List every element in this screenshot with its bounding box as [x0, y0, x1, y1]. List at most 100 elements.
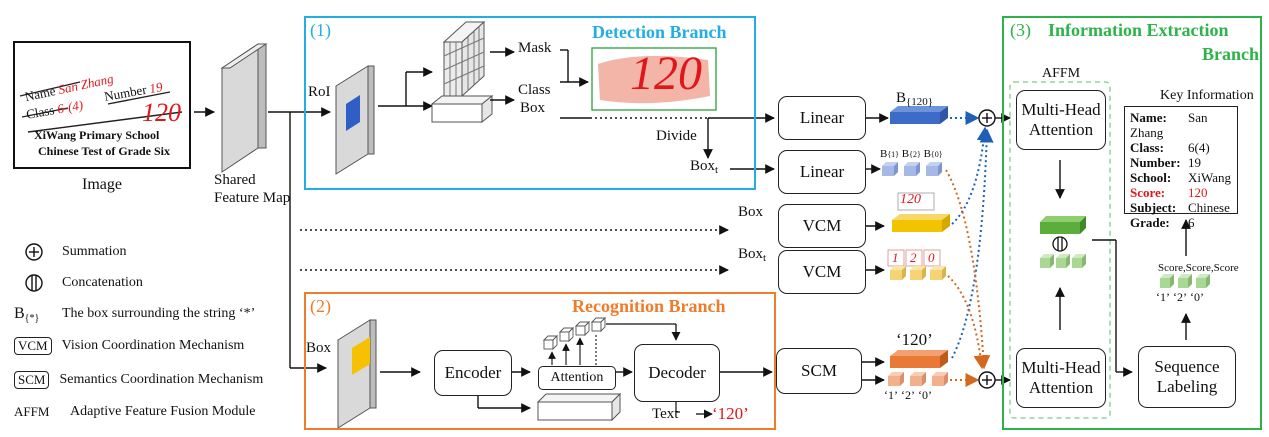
- key-info-key: Subject:: [1130, 200, 1177, 215]
- b-char-cubes: [882, 162, 942, 176]
- affm-region: [1009, 81, 1111, 419]
- class-label-1: Class: [518, 82, 551, 98]
- image-score-handwritten: 120: [142, 98, 181, 127]
- vcm-block-2: VCM: [778, 250, 866, 294]
- detection-branch-panel: [304, 16, 756, 190]
- key-info-key: Number:: [1130, 155, 1181, 170]
- encoder-output-cube: [536, 392, 622, 422]
- key-info-key: Class:: [1130, 140, 1164, 155]
- key-info-value: 19: [1188, 155, 1201, 170]
- extraction-branch-title-1: Information Extraction: [1048, 20, 1229, 40]
- vcm-char-preview-0: 0: [928, 250, 935, 265]
- legend-summation-symbol: [25, 243, 43, 261]
- image-test: Chinese Test of Grade Six: [38, 144, 171, 158]
- key-info-title: Key Information: [1160, 88, 1254, 103]
- score-seq-label: Score,Score,Score: [1158, 262, 1239, 274]
- concatenation-node: [1052, 236, 1068, 252]
- key-info-row: Subject: Chinese: [1130, 200, 1232, 215]
- recognition-branch-title: Recognition Branch: [572, 296, 726, 316]
- attention-block: Attention: [538, 366, 616, 390]
- legend-summation: Summation: [62, 244, 127, 259]
- score-seq-cubes: [1160, 274, 1210, 288]
- detection-branch-num: (1): [310, 20, 331, 40]
- roi-label: RoI: [308, 84, 331, 100]
- detection-branch-title: Detection Branch: [592, 22, 727, 42]
- shared-feature-map: [221, 43, 259, 173]
- key-info-row: Score: 120: [1130, 185, 1232, 200]
- image-number-value: 19: [148, 79, 164, 97]
- recognition-branch-num: (2): [310, 296, 331, 316]
- text-output-value: ‘120’: [712, 404, 749, 423]
- divide-label: Divide: [656, 128, 697, 144]
- recog-box-label: Box: [306, 340, 332, 356]
- shared-caption-2: Feature Map: [214, 190, 291, 206]
- vcm-word-preview: 120: [900, 192, 921, 207]
- key-info-key: Score:: [1130, 185, 1166, 200]
- extraction-branch-panel: [1002, 16, 1262, 430]
- key-info-row: Grade:6: [1130, 215, 1232, 230]
- b120-label: B{120}: [896, 90, 934, 108]
- key-info-row: Name:San Zhang: [1130, 110, 1232, 140]
- image-caption: Image: [82, 176, 122, 193]
- scm-word-cube: [890, 350, 948, 368]
- summation-node-top: [978, 109, 996, 127]
- scm-char-cubes: [888, 372, 948, 386]
- class-label-2: Box: [520, 100, 546, 116]
- vcm-block-1: VCM: [778, 204, 866, 248]
- fused-cubes: [1040, 216, 1086, 268]
- recognition-highlight: [352, 337, 370, 375]
- box-t-label: Boxt: [690, 158, 719, 176]
- vcm-char-cubes: [887, 249, 946, 280]
- text-output-label: Text: [652, 406, 679, 422]
- legend-concat-symbol: [25, 274, 43, 292]
- b120-cube: [890, 106, 948, 124]
- key-info-row: Number: 19: [1130, 155, 1232, 170]
- legend-concatenation: Concatenation: [62, 275, 143, 290]
- mask-grid: [442, 20, 486, 98]
- key-info-key: School:: [1130, 170, 1172, 185]
- b-char-labels: B{1} B{2} B{0}: [880, 148, 943, 160]
- extraction-branch-title-2: Branch: [1202, 44, 1260, 64]
- image-school: XiWang Primary School: [34, 128, 160, 142]
- vcm-char-preview-1: 1: [892, 250, 899, 265]
- key-info-value: San Zhang: [1130, 110, 1208, 140]
- mask-label: Mask: [518, 40, 552, 56]
- scm-block: SCM: [776, 348, 862, 394]
- vcm1-box-label: Box: [738, 204, 764, 220]
- key-info-row: School: XiWang: [1130, 170, 1232, 185]
- score-seq-chars: ‘1’ ‘2’ ‘0’: [1156, 290, 1204, 304]
- key-info-value: XiWang: [1188, 170, 1231, 185]
- linear-block-1: Linear: [778, 96, 866, 140]
- input-image-frame: [13, 41, 191, 169]
- key-info-value: Chinese: [1188, 200, 1230, 215]
- shared-caption-1: Shared: [214, 172, 256, 188]
- class-box-cube: [430, 94, 494, 124]
- roi-highlight: [346, 95, 360, 131]
- linear-block-2: Linear: [778, 150, 866, 194]
- encoder-block: Encoder: [434, 350, 512, 396]
- attention-cubes: [542, 316, 607, 351]
- vcm-char-preview-2: 2: [910, 250, 917, 265]
- recognition-branch-panel: [304, 292, 776, 430]
- affm-label: AFFM: [1042, 66, 1081, 81]
- decoder-block: Decoder: [634, 344, 720, 402]
- scm-word-label: ‘120’: [896, 330, 933, 349]
- key-info-value: 120: [1188, 185, 1208, 200]
- summation-node-bottom: [978, 371, 996, 389]
- scm-char-labels: ‘1’ ‘2’ ‘0’: [884, 388, 932, 402]
- key-info-row: Class:6(4): [1130, 140, 1232, 155]
- detected-score-text: 120: [630, 47, 702, 100]
- vcm-word-cube: [892, 192, 950, 232]
- legend-box: B{*} The box surrounding the string ‘*’: [14, 304, 256, 324]
- key-info-key: Name:: [1130, 110, 1167, 125]
- key-info-value: 6: [1188, 215, 1195, 230]
- extraction-branch-num: (3): [1010, 20, 1031, 40]
